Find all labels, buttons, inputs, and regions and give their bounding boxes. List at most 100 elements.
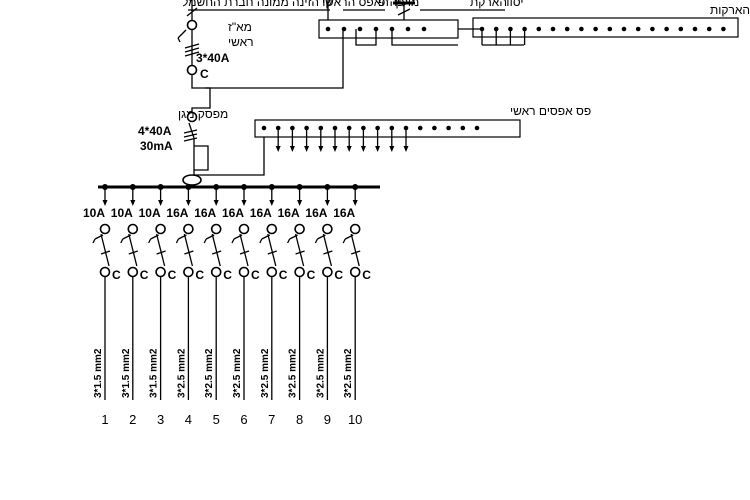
branch-circuit: 10A C 3*1.5 mm2 3: [139, 184, 177, 427]
main-to-rcd-link: [191, 75, 211, 112]
breaker-top-terminal: [294, 223, 305, 235]
pep-bar-terminal: [325, 26, 331, 32]
circuit-cable-size: 3*2.5 mm2: [232, 348, 243, 398]
supply-line-label: קו הזינה ממונה חברת החשמל: [182, 0, 332, 9]
earth-bar-terminal: [706, 26, 712, 32]
circuit-number: 7: [268, 412, 275, 427]
neutral-bar-terminal: [446, 125, 451, 131]
breaker-top-terminal: [322, 223, 333, 235]
neutral-bar-terminal: [261, 125, 267, 131]
earthing-label: הארקת: [470, 0, 507, 9]
breaker-bottom-terminal: [155, 266, 166, 278]
circuit-number: 4: [185, 412, 192, 427]
breaker-top-terminal: [266, 223, 278, 235]
circuit-curve: C: [362, 268, 371, 282]
pep-label: פה"פ: [378, 0, 405, 9]
circuit-curve: C: [307, 268, 316, 282]
circuit-rating: 16A: [305, 206, 327, 220]
pe-link: [205, 30, 344, 89]
circuit-rating: 16A: [250, 206, 272, 220]
pep-bar-terminal: [421, 26, 427, 32]
pep-bar-terminal: [405, 26, 411, 32]
earth-bar-label: פס הארקות: [710, 3, 750, 17]
circuit-cable-size: 3*2.5 mm2: [343, 348, 354, 398]
earth-bar-terminal: [621, 26, 627, 32]
main-breaker-rating: 3*40A: [196, 51, 230, 65]
circuit-cable-size: 3*1.5 mm2: [121, 348, 132, 398]
breaker-top-terminal: [99, 223, 111, 235]
circuit-cable-size: 3*2.5 mm2: [288, 348, 299, 398]
earth-bar-terminal: [564, 26, 570, 32]
circuit-cable-size: 3*1.5 mm2: [149, 348, 160, 398]
branch-circuit: 16A C 3*2.5 mm2 10: [333, 184, 371, 427]
main-breaker: C: [177, 19, 209, 81]
circuit-cable-size: 3*1.5 mm2: [93, 348, 104, 398]
circuit-rating: 10A: [139, 206, 161, 220]
circuit-number: 5: [213, 412, 220, 427]
circuit-cable-size: 3*2.5 mm2: [204, 348, 215, 398]
circuit-rating: 16A: [222, 206, 244, 220]
breaker-bottom-terminal: [238, 266, 250, 278]
breaker-bottom-terminal: [294, 266, 305, 278]
rcd-sensitivity: 30mA: [140, 139, 173, 153]
pep-bar: [318, 19, 459, 46]
circuit-curve: C: [112, 268, 121, 282]
rcd-label: מפסק מגן: [178, 107, 228, 121]
earth-bar-terminal: [650, 26, 655, 32]
earth-bar-terminal: [579, 26, 584, 32]
earth-bar: [472, 17, 739, 46]
neutral-bar-terminal: [474, 125, 480, 131]
breaker-bottom-terminal: [322, 266, 333, 278]
circuit-curve: C: [279, 268, 288, 282]
circuit-cable-size: 3*2.5 mm2: [260, 348, 271, 398]
breaker-top-terminal: [210, 223, 222, 235]
pep-bar-terminal: [357, 26, 363, 32]
branch-circuit: 16A C 3*2.5 mm2 7: [250, 184, 288, 427]
circuit-cable-size: 3*2.5 mm2: [176, 348, 187, 398]
breaker-bottom-terminal: [99, 266, 111, 278]
earth-bar-terminal: [635, 26, 641, 32]
breaker-top-terminal: [127, 223, 139, 235]
earth-bar-terminal: [678, 26, 684, 32]
circuit-number: 10: [348, 412, 362, 427]
circuit-number: 3: [157, 412, 164, 427]
rcd-to-neutral-bar-link: [194, 135, 265, 176]
circuit-rating: 16A: [333, 206, 355, 220]
circuit-curve: C: [140, 268, 149, 282]
neutral-bar-terminal: [460, 125, 466, 131]
earth-bar-terminal: [692, 26, 698, 32]
rcd-switch: [182, 111, 209, 186]
circuit-number: 2: [129, 412, 136, 427]
breaker-top-terminal: [349, 223, 361, 235]
main-neutral-conductor-label: מוליך האפס הראשי: [322, 0, 419, 9]
circuit-rating: 16A: [194, 206, 216, 220]
neutral-bar-terminal: [432, 125, 437, 131]
breaker-top-terminal: [238, 223, 250, 235]
neutral-bar-label: פס אפסים ראשי: [510, 104, 591, 118]
breaker-bottom-terminal: [183, 266, 194, 278]
neutral-bar: [254, 119, 521, 152]
breaker-bottom-terminal: [210, 266, 222, 278]
circuit-cable-size: 3*2.5 mm2: [315, 348, 326, 398]
earth-bar-terminal: [607, 26, 613, 32]
circuit-curve: C: [223, 268, 232, 282]
circuit-curve: C: [168, 268, 177, 282]
neutral-bar-terminal: [417, 125, 423, 131]
breaker-bottom-terminal: [127, 266, 139, 278]
foundation-label: יסוד: [503, 0, 524, 9]
circuit-rating: 10A: [111, 206, 133, 220]
earth-bar-terminal: [550, 26, 556, 32]
circuit-curve: C: [251, 268, 260, 282]
rcd-rating: 4*40A: [138, 124, 172, 138]
earth-bar-terminal: [536, 26, 542, 32]
circuit-rating: 16A: [278, 206, 300, 220]
earth-bar-terminal: [664, 26, 669, 32]
branch-circuit: 10A C 3*1.5 mm2 2: [111, 184, 149, 427]
